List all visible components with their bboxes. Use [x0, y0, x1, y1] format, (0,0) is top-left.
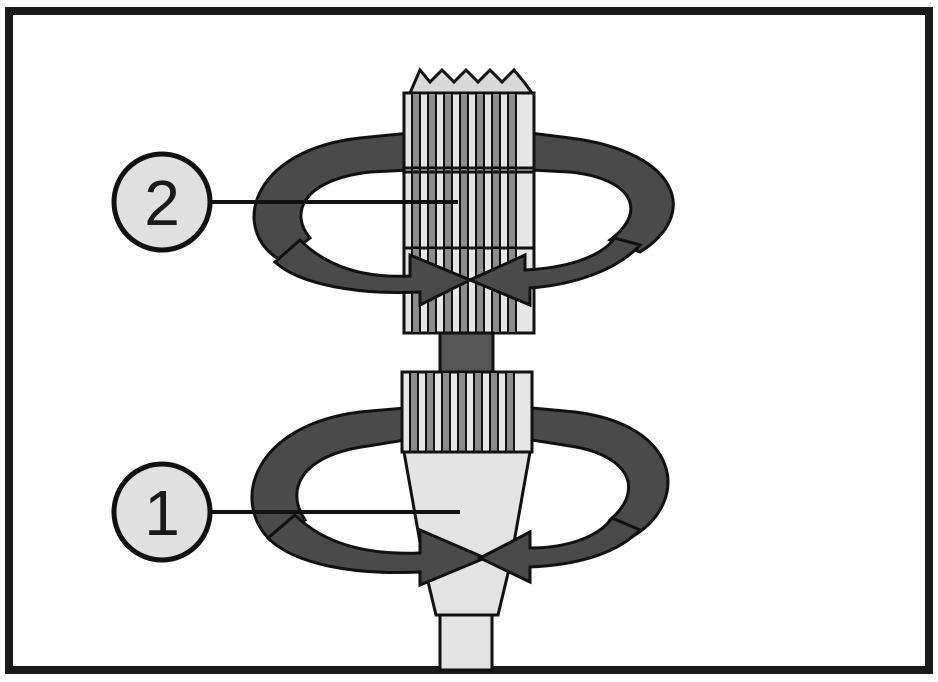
upper-connector [402, 67, 536, 335]
callout-2-label: 2 [144, 167, 180, 239]
callout-1-circle [111, 461, 213, 563]
callout-1-label: 1 [144, 477, 180, 549]
connector-tip [407, 67, 535, 95]
callout-2: 2 [111, 151, 458, 253]
connector-shaft [438, 331, 495, 375]
upper-rotation-arrow-back [252, 131, 675, 262]
upper-rotation-arrow [272, 236, 643, 308]
lower-rotation-arrow [265, 512, 643, 588]
cable [438, 613, 494, 672]
callout-1: 1 [111, 461, 460, 563]
callout-2-circle [111, 151, 213, 253]
